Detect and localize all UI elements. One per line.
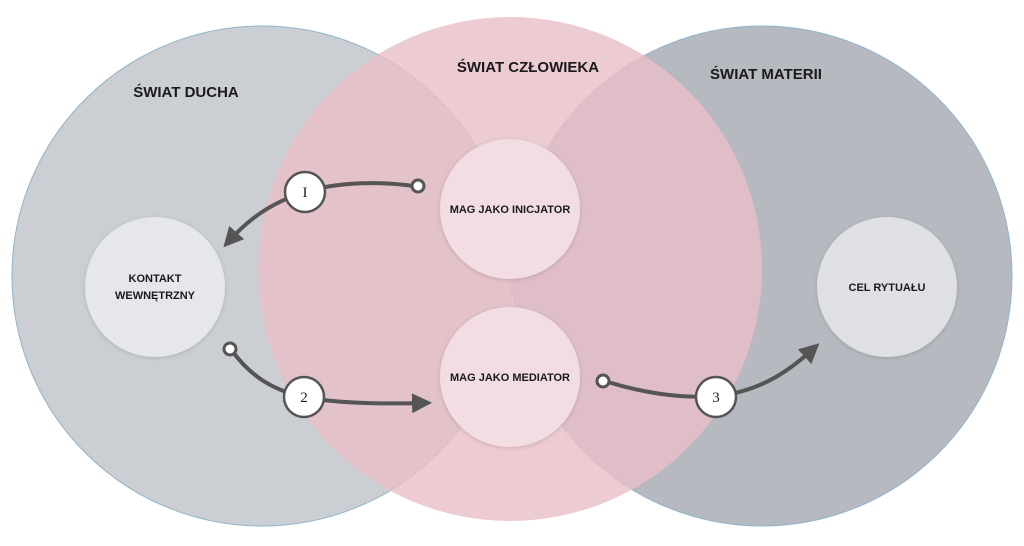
- inner-contact-label-line2: WEWNĘTRZNY: [115, 290, 196, 302]
- step-1-badge: [283, 170, 327, 214]
- arrow-3-start-icon: [595, 373, 611, 389]
- step-3-number: 3: [712, 390, 720, 406]
- matter-world-label: ŚWIAT MATERII: [710, 65, 822, 83]
- step-2-badge: [282, 375, 326, 419]
- arrow-1-start-icon: [410, 178, 426, 194]
- ritual-goal-label: CEL RYTUAŁU: [849, 282, 926, 294]
- step-1-number: I: [303, 185, 308, 201]
- step-2-number: 2: [300, 390, 308, 406]
- mage-mediator-node: [440, 307, 580, 447]
- step-3-badge: [694, 375, 738, 419]
- mage-mediator-label: MAG JAKO MEDIATOR: [450, 372, 570, 384]
- inner-contact-node: [85, 217, 225, 357]
- inner-contact-label-line1: KONTAKT: [129, 273, 182, 285]
- human-world-label: ŚWIAT CZŁOWIEKA: [457, 58, 599, 76]
- ritual-goal-node: [817, 217, 957, 357]
- spirit-world-label: ŚWIAT DUCHA: [133, 83, 239, 101]
- mage-initiator-node: [440, 139, 580, 279]
- arrow-2-start-icon: [222, 341, 238, 357]
- mage-initiator-label: MAG JAKO INICJATOR: [450, 204, 571, 216]
